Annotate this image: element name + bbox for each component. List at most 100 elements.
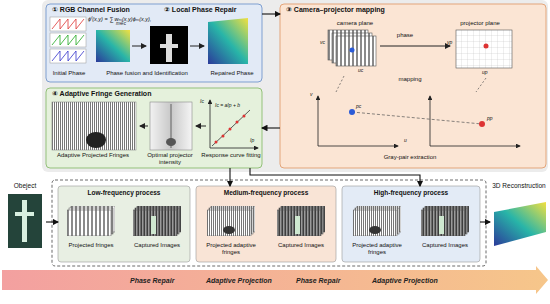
diagram-label: m∈c	[116, 22, 126, 27]
diagram-node: ④ Adaptive Fringe GenerationAdaptive Pro…	[46, 88, 262, 168]
diagram-label: vc	[320, 40, 325, 46]
node-text: High-frequency process	[342, 189, 480, 196]
diagram-node: ① RGB Channel Fusion ② Local Phase Repair…	[46, 4, 262, 82]
flow-arrow	[480, 221, 490, 222]
node-text: ② Local Phase Repair	[164, 6, 260, 14]
illustration-part	[336, 36, 376, 66]
flow-arrow	[46, 221, 58, 222]
illustration-part	[494, 202, 546, 246]
diagram-label: Phase Repair	[130, 277, 174, 285]
diagram-node: Obeject	[4, 182, 46, 252]
diagram-label: u	[404, 138, 407, 144]
flow-arrow	[262, 127, 280, 128]
illustration-part	[50, 17, 86, 31]
illustration-part	[421, 206, 469, 236]
node-text: Response curve fitting	[200, 152, 262, 159]
diagram-label: pp	[487, 116, 493, 122]
illustration-part	[210, 148, 258, 149]
node-text: Medium-frequency process	[196, 189, 336, 196]
node-text: phase	[380, 32, 430, 39]
diagram-node: Medium-frequency processProjected adapti…	[196, 186, 336, 262]
illustration-part	[42, 0, 548, 172]
diagram-label: up	[482, 70, 488, 76]
illustration-part	[342, 186, 480, 262]
illustration-part	[133, 206, 181, 236]
node-text: Phase fusion and Identification	[92, 70, 202, 77]
illustration-part	[380, 46, 450, 47]
illustration-part	[190, 46, 204, 47]
illustration-part	[456, 30, 512, 68]
illustration-part	[280, 4, 546, 168]
diagram-label: Adaptive Projection	[372, 277, 438, 285]
diagram-label: Ic	[200, 99, 204, 105]
node-text: Initial Phase	[46, 70, 92, 77]
illustration-part	[484, 44, 489, 49]
node-text: Projected adaptive fringes	[198, 242, 264, 256]
illustration-part	[52, 100, 258, 150]
node-text: Adaptive Projected Fringes	[46, 152, 140, 159]
diagram-label: Ic = aIp + b	[214, 103, 241, 109]
illustration-part	[46, 88, 262, 168]
illustration-part	[52, 180, 486, 266]
node-text: Captured Images	[126, 242, 188, 249]
node-text: Low-frequency process	[58, 189, 190, 196]
illustration-part	[430, 146, 520, 147]
diagram-label: v	[310, 92, 313, 98]
diagram-node: 3D Reconstruction	[490, 182, 548, 252]
diagram-node: High-frequency processProjected adaptive…	[342, 186, 480, 262]
illustration-part	[430, 96, 431, 146]
diagram-node: ③ Camera–projector mapping camera plane pr…	[280, 4, 546, 168]
illustration-part	[67, 206, 115, 236]
node-text: camera plane	[320, 20, 390, 27]
illustration-part	[352, 112, 482, 124]
node-text: Projected fringes	[60, 242, 122, 249]
illustration-part	[150, 26, 188, 64]
illustration-part	[349, 109, 355, 115]
illustration-part	[52, 102, 136, 150]
node-text: Captured Images	[412, 242, 478, 249]
node-text: ① RGB Channel Fusion	[52, 6, 156, 14]
illustration-part	[22, 200, 27, 242]
illustration-part	[207, 206, 255, 236]
illustration-part	[196, 126, 206, 127]
illustration-part	[166, 138, 176, 146]
node-text: Projected adaptive fringes	[344, 242, 410, 256]
illustration-part	[150, 102, 192, 150]
illustration-part	[318, 146, 398, 147]
illustration-part	[52, 51, 84, 61]
node-text: Gray-pair extraction	[340, 154, 480, 161]
node-text: projector plane	[440, 20, 520, 27]
node-text: Captured Images	[268, 242, 334, 249]
illustration-part	[50, 49, 86, 63]
illustration-part	[2, 266, 548, 294]
illustration-part	[212, 110, 250, 146]
illustration-part	[229, 128, 232, 131]
illustration-part	[160, 34, 178, 62]
illustration-part	[50, 17, 248, 64]
node-text: Optimal projector intensity	[140, 152, 200, 166]
illustration-part	[208, 18, 248, 64]
node-text: ③ Camera–projector mapping	[286, 6, 446, 14]
illustration-part	[196, 186, 336, 262]
diagram-label: Ip	[250, 138, 254, 144]
illustration-part	[243, 115, 246, 118]
diagram-label: uc	[358, 68, 363, 74]
node-text: Obeject	[4, 182, 46, 189]
illustration-part	[318, 30, 520, 146]
node-text: mapping	[380, 76, 440, 83]
illustration-part	[236, 121, 239, 124]
node-text: 3D Reconstruction	[490, 182, 548, 189]
illustration-part	[46, 4, 262, 82]
illustration-part	[318, 96, 319, 146]
diagram-label: Adaptive Projection	[206, 277, 272, 285]
illustration-part	[50, 33, 86, 47]
illustration-part	[140, 126, 148, 127]
illustration-part	[215, 141, 218, 144]
node-text: ④ Adaptive Fringe Generation	[52, 90, 222, 98]
illustration-part	[58, 186, 190, 262]
illustration-part	[277, 206, 325, 236]
illustration-part	[210, 100, 211, 148]
diagram-node: Low-frequency processProjected fringes Ca…	[58, 186, 190, 262]
illustration-part	[132, 46, 146, 47]
